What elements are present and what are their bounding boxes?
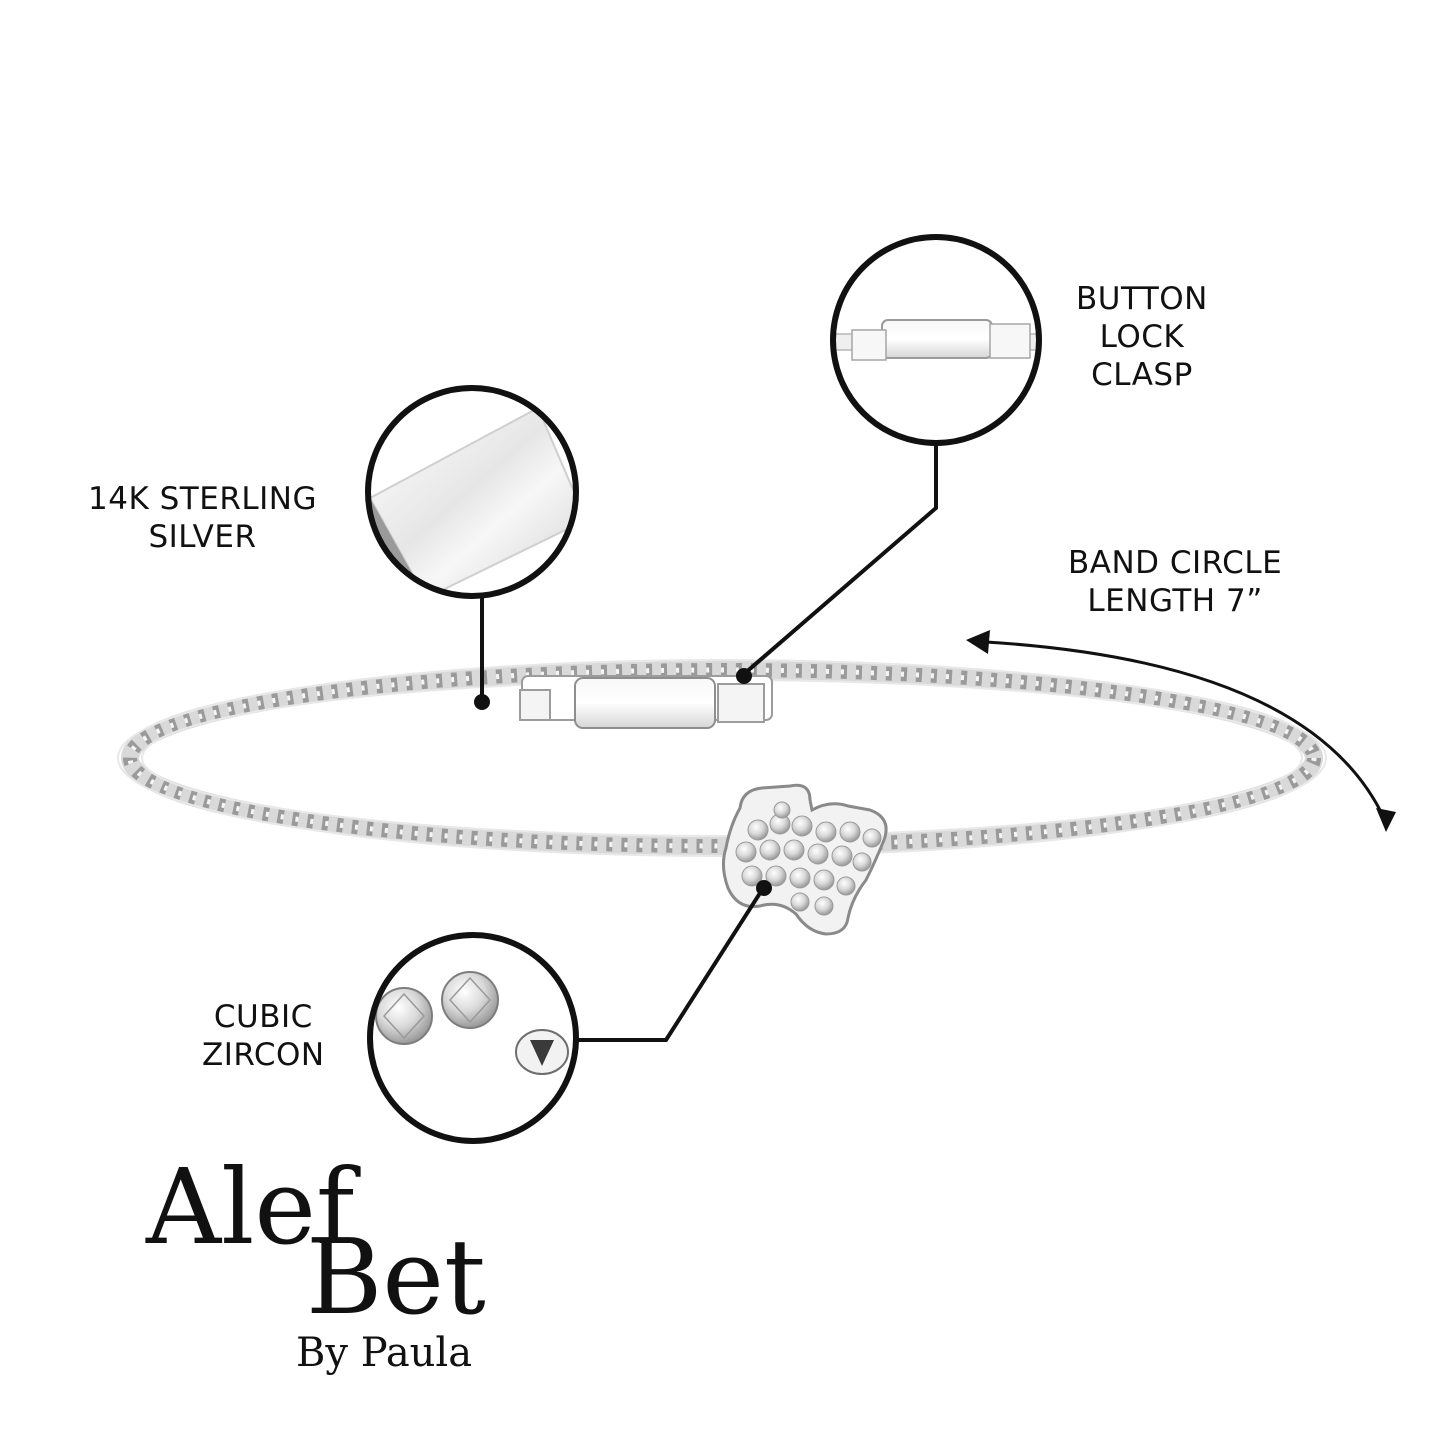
callout-lines	[480, 444, 938, 1042]
clasp-callout-circle	[830, 234, 1042, 446]
clasp-label-line1: BUTTON	[1076, 281, 1208, 317]
material-label-line2: SILVER	[148, 519, 257, 555]
curved-double-arrow-icon	[966, 630, 1396, 832]
stones-label-line1: CUBIC	[213, 999, 313, 1035]
material-label: 14K STERLING SILVER	[88, 480, 317, 556]
stones-label-line2: ZIRCON	[202, 1037, 325, 1073]
stones-label: CUBIC ZIRCON	[202, 998, 325, 1074]
brand-byline: By Paula	[296, 1330, 473, 1376]
hamsa-charm	[721, 783, 888, 936]
brand-word2: Bet	[306, 1216, 486, 1338]
clasp-label-line3: CLASP	[1091, 357, 1193, 393]
clasp-on-band	[519, 675, 773, 729]
brand-word1: Alef	[146, 1146, 355, 1268]
length-label: BAND CIRCLE LENGTH 7”	[1068, 544, 1282, 620]
clasp-label: BUTTON LOCK CLASP	[1076, 280, 1208, 394]
clasp-closeup	[833, 319, 1039, 361]
material-callout-circle	[365, 385, 579, 599]
length-label-line1: BAND CIRCLE	[1068, 545, 1283, 581]
material-label-line1: 14K STERLING	[88, 481, 317, 517]
zircon-gems	[375, 971, 569, 1075]
length-label-line2: LENGTH 7”	[1087, 583, 1263, 619]
zircon-callout-circle	[367, 932, 579, 1144]
callout-dots	[474, 668, 772, 896]
clasp-label-line2: LOCK	[1099, 319, 1185, 355]
